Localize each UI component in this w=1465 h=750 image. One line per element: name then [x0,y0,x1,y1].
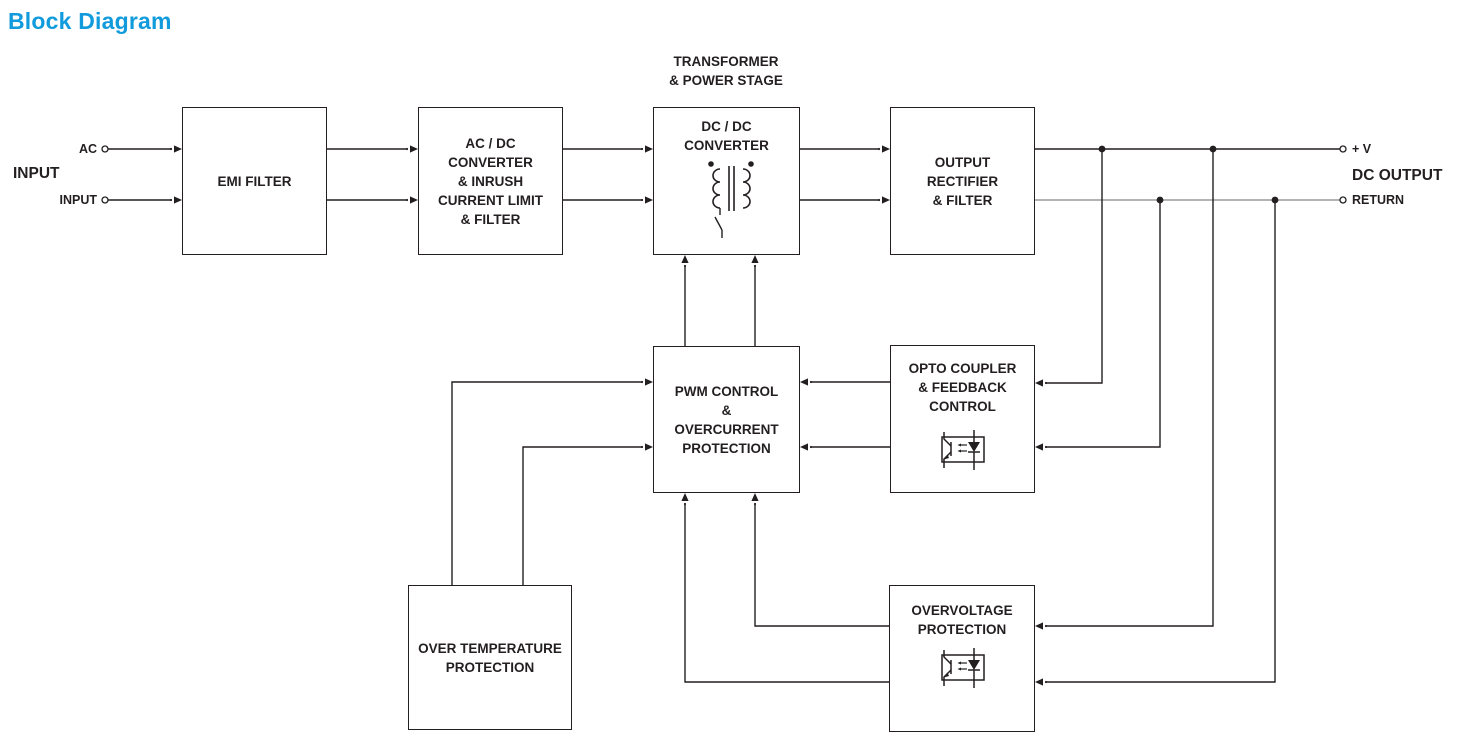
wire-pwm-to-dcdc [685,267,755,346]
page-title: Block Diagram [8,8,172,34]
block-acdc-converter: AC / DC CONVERTER & INRUSH CURRENT LIMIT… [418,107,563,255]
wire-acdc-to-dcdc [563,149,641,200]
block-opto-coupler: OPTO COUPLER & FEEDBACK CONTROL [890,345,1035,493]
block-over-temperature: OVER TEMPERATURE PROTECTION [408,585,572,730]
block-output-rectifier-label: OUTPUT RECTIFIER & FILTER [926,154,999,208]
wire-overtemp-to-pwm [451,382,641,585]
block-dcdc-converter-label: DC / DC CONVERTER [684,119,769,153]
return-port-label: RETURN [1352,193,1405,207]
block-pwm-control: PWM CONTROL & OVERCURRENT PROTECTION [653,346,800,493]
block-overvoltage-protection: OVERVOLTAGE PROTECTION [889,585,1035,732]
block-overvoltage-protection-label: OVERVOLTAGE PROTECTION [911,603,1013,637]
block-emi-filter-label: EMI FILTER [217,173,292,189]
junction-dots [1098,145,1279,204]
block-acdc-converter-label: AC / DC CONVERTER & INRUSH CURRENT LIMIT… [438,135,543,227]
wire-output-rails [1035,148,1340,201]
ac-port-label: AC [78,142,97,156]
wire-dcdc-to-output-rectifier [800,149,878,200]
input-port-label: INPUT [59,193,98,207]
block-opto-coupler-label: OPTO COUPLER & FEEDBACK CONTROL [908,361,1017,414]
block-over-temperature-label: OVER TEMPERATURE PROTECTION [418,640,562,675]
transformer-stage-caption: TRANSFORMER & POWER STAGE [669,54,783,88]
block-emi-filter: EMI FILTER [182,107,327,255]
wire-rails-to-ovp [1047,149,1276,682]
wire-opto-to-pwm [812,382,890,447]
dc-output-heading: DC OUTPUT [1352,167,1443,184]
wire-ac-input-to-emi [108,149,170,200]
block-dcdc-converter: DC / DC CONVERTER [653,107,800,255]
wire-rails-to-opto [1047,149,1161,447]
plus-v-port-label: + V [1352,142,1372,156]
wire-ovp-to-pwm [685,505,889,683]
wire-emi-to-acdc [327,149,406,200]
block-pwm-control-label: PWM CONTROL & OVERCURRENT PROTECTION [674,383,779,456]
input-heading: INPUT [13,165,60,182]
block-output-rectifier: OUTPUT RECTIFIER & FILTER [890,107,1035,255]
